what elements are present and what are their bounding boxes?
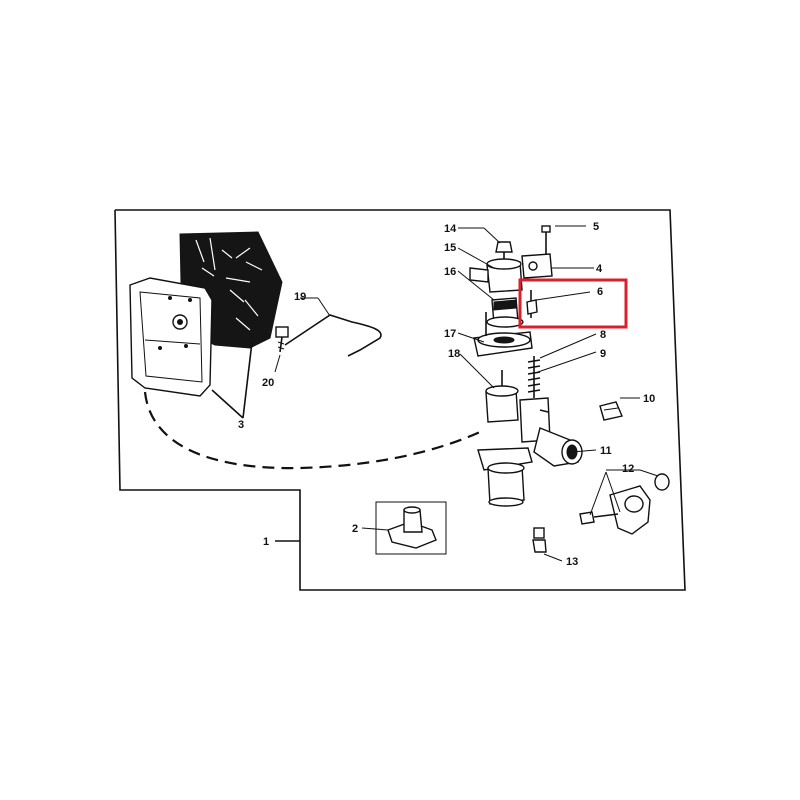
callout-9: 9 [600,348,606,360]
leader-3b [242,341,253,419]
screw-13 [532,527,547,553]
assembly-outline [114,209,686,591]
inset-box-2 [375,501,447,555]
ring-16 [486,297,524,328]
callout-13: 13 [566,556,578,568]
block-4 [521,253,553,279]
dashed-hose [143,391,481,470]
callout-4: 4 [596,263,603,275]
spring-8 [527,356,541,398]
leader-20 [274,354,281,373]
callout-5: 5 [593,221,599,233]
callout-1: 1 [263,536,269,548]
screw-10 [599,401,623,421]
callout-10: 10 [643,393,655,405]
callout-17: 17 [444,328,456,340]
pin-6 [526,290,538,318]
wire-link [284,314,382,357]
callout-20: 20 [262,377,274,389]
leader-3 [211,389,244,419]
callout-6: 6 [597,286,603,298]
callout-16: 16 [444,266,456,278]
callout-12: 12 [622,463,634,475]
float-18 [485,370,519,423]
leader-11 [571,449,597,453]
leader-6 [535,291,591,301]
callout-2: 2 [352,523,358,535]
flange-17 [473,312,533,357]
part-2-housing [387,506,437,549]
callout-18: 18 [448,348,460,360]
leader-2 [361,527,389,531]
cover-plate [129,277,213,397]
screw-5 [541,225,551,258]
bracket-12 [579,473,670,535]
highlight-box-6 [518,278,628,329]
callout-19: 19 [294,291,306,303]
callout-3: 3 [238,419,244,431]
callout-8: 8 [600,329,606,341]
callout-11: 11 [600,445,612,457]
screw-20 [275,326,289,353]
callout-14: 14 [444,223,457,235]
cap-15 [469,258,523,293]
callout-15: 15 [444,242,456,254]
